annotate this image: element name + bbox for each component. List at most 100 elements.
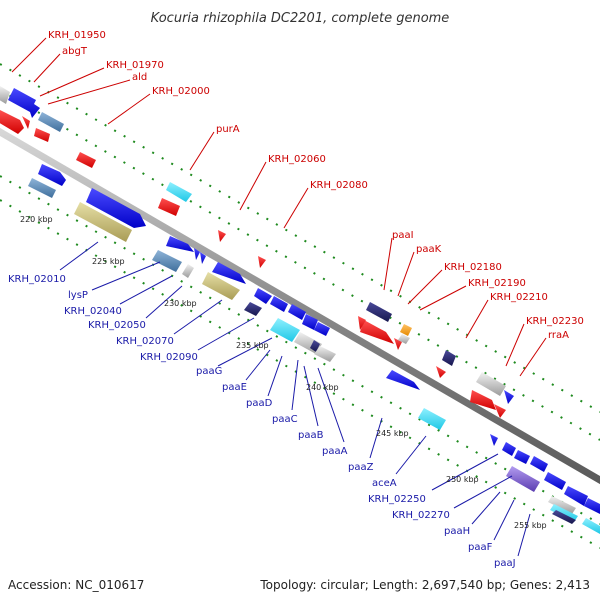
genome-backbone — [0, 127, 600, 485]
label-acea[interactable]: aceA — [372, 478, 397, 489]
label-paak[interactable]: paaK — [416, 244, 442, 255]
gene-arrow[interactable] — [258, 256, 266, 268]
gene-arrow[interactable] — [152, 250, 182, 272]
label-paae[interactable]: paaE — [222, 382, 247, 393]
gene-arrow[interactable] — [548, 496, 576, 514]
label-paaf[interactable]: paaF — [468, 542, 493, 553]
label-paaa[interactable]: paaA — [322, 446, 348, 457]
gene-arrow[interactable] — [0, 110, 24, 134]
label-krh-01970[interactable]: KRH_01970 — [106, 60, 164, 71]
gene-arrow[interactable] — [552, 510, 576, 524]
map-title: Kocuria rhizophila DC2201, complete geno… — [151, 11, 450, 26]
label-krh-02190[interactable]: KRH_02190 — [468, 278, 526, 289]
label-pura[interactable]: purA — [216, 124, 240, 135]
gene-arrow[interactable] — [158, 198, 180, 216]
gene-arrow[interactable] — [310, 340, 320, 352]
label-krh-02230[interactable]: KRH_02230 — [526, 316, 584, 327]
gene-arrow[interactable] — [314, 322, 330, 336]
label-krh-01950[interactable]: KRH_01950 — [48, 30, 106, 41]
gene-arrow[interactable] — [582, 518, 600, 534]
label-paaz[interactable]: paaZ — [348, 462, 374, 473]
gene-arrow[interactable] — [22, 116, 30, 129]
gene-arrow[interactable] — [86, 188, 146, 228]
gene-features — [0, 86, 600, 534]
gene-arrow[interactable] — [38, 164, 66, 186]
label-paad[interactable]: paaD — [246, 398, 273, 409]
label-krh-02080[interactable]: KRH_02080 — [310, 180, 368, 191]
dotted-track-outer-bottom — [0, 199, 600, 549]
label-krh-02270[interactable]: KRH_02270 — [392, 510, 450, 521]
dotted-track-inner-top — [0, 89, 600, 441]
gene-arrow[interactable] — [544, 472, 566, 490]
label-krh-02180[interactable]: KRH_02180 — [444, 262, 502, 273]
gene-arrow[interactable] — [200, 252, 206, 264]
label-paac[interactable]: paaC — [272, 414, 298, 425]
gene-arrow[interactable] — [212, 262, 246, 284]
gene-arrow[interactable] — [418, 408, 446, 430]
gene-arrow[interactable] — [386, 370, 420, 390]
gene-arrow[interactable] — [270, 296, 288, 312]
gene-arrow[interactable] — [514, 450, 530, 464]
gene-arrow[interactable] — [564, 486, 588, 506]
gene-arrow[interactable] — [244, 302, 262, 316]
label-krh-02040[interactable]: KRH_02040 — [64, 306, 122, 317]
label-krh-02060[interactable]: KRH_02060 — [268, 154, 326, 165]
gene-arrow[interactable] — [28, 178, 56, 198]
gene-arrow[interactable] — [166, 182, 192, 202]
label-krh-02010[interactable]: KRH_02010 — [8, 274, 66, 285]
gene-arrow[interactable] — [584, 498, 600, 514]
gene-arrow[interactable] — [366, 302, 392, 322]
gene-arrow[interactable] — [470, 390, 496, 410]
gene-arrow[interactable] — [288, 304, 306, 320]
gene-arrow[interactable] — [400, 324, 412, 336]
gene-arrow[interactable] — [8, 88, 40, 118]
label-abgt[interactable]: abgT — [62, 46, 88, 57]
upper-labels: KRH_01950 abgT KRH_01970 ald KRH_02000 p… — [11, 30, 584, 377]
gene-arrow[interactable] — [360, 320, 394, 344]
gene-arrow[interactable] — [0, 86, 10, 104]
label-paag[interactable]: paaG — [196, 366, 222, 377]
gene-arrow[interactable] — [34, 128, 50, 142]
gene-arrow[interactable] — [436, 366, 446, 378]
label-paai[interactable]: paaI — [392, 230, 414, 241]
tick-label: 230 kbp — [164, 299, 197, 308]
gene-arrow[interactable] — [502, 442, 516, 456]
label-krh-02050[interactable]: KRH_02050 — [88, 320, 146, 331]
gene-arrow[interactable] — [504, 390, 514, 404]
label-paah[interactable]: paaH — [444, 526, 470, 537]
gene-arrow[interactable] — [194, 248, 200, 260]
gene-arrow[interactable] — [506, 466, 540, 492]
gene-arrow[interactable] — [38, 112, 64, 132]
label-krh-02250[interactable]: KRH_02250 — [368, 494, 426, 505]
gene-arrow[interactable] — [202, 272, 240, 300]
gene-arrow[interactable] — [358, 316, 366, 330]
gene-arrow[interactable] — [270, 318, 300, 342]
gene-arrow[interactable] — [76, 152, 96, 168]
gene-arrow[interactable] — [74, 202, 132, 242]
gene-arrow[interactable] — [490, 434, 498, 446]
label-krh-02090[interactable]: KRH_02090 — [140, 352, 198, 363]
label-ald[interactable]: ald — [132, 72, 147, 83]
tick-label: 220 kbp — [20, 215, 53, 224]
label-krh-02070[interactable]: KRH_02070 — [116, 336, 174, 347]
label-paaj[interactable]: paaJ — [494, 558, 516, 569]
gene-arrow[interactable] — [254, 288, 272, 304]
gene-arrow[interactable] — [530, 456, 548, 472]
label-paab[interactable]: paaB — [298, 430, 324, 441]
label-rraa[interactable]: rraA — [548, 330, 569, 341]
label-krh-02000[interactable]: KRH_02000 — [152, 86, 210, 97]
gene-arrow[interactable] — [218, 230, 226, 242]
label-lysp[interactable]: lysP — [68, 290, 88, 301]
label-krh-02210[interactable]: KRH_02210 — [490, 292, 548, 303]
gene-arrow[interactable] — [442, 350, 456, 366]
gene-arrow[interactable] — [494, 404, 506, 418]
gene-arrow[interactable] — [476, 372, 506, 396]
gene-arrow[interactable] — [302, 314, 318, 330]
tick-label: 240 kbp — [306, 383, 339, 392]
gene-arrow[interactable] — [314, 346, 336, 362]
gene-arrow[interactable] — [182, 264, 194, 278]
gene-arrow[interactable] — [398, 334, 410, 344]
gene-arrow[interactable] — [166, 236, 194, 252]
dotted-track-outer-top — [0, 63, 600, 413]
